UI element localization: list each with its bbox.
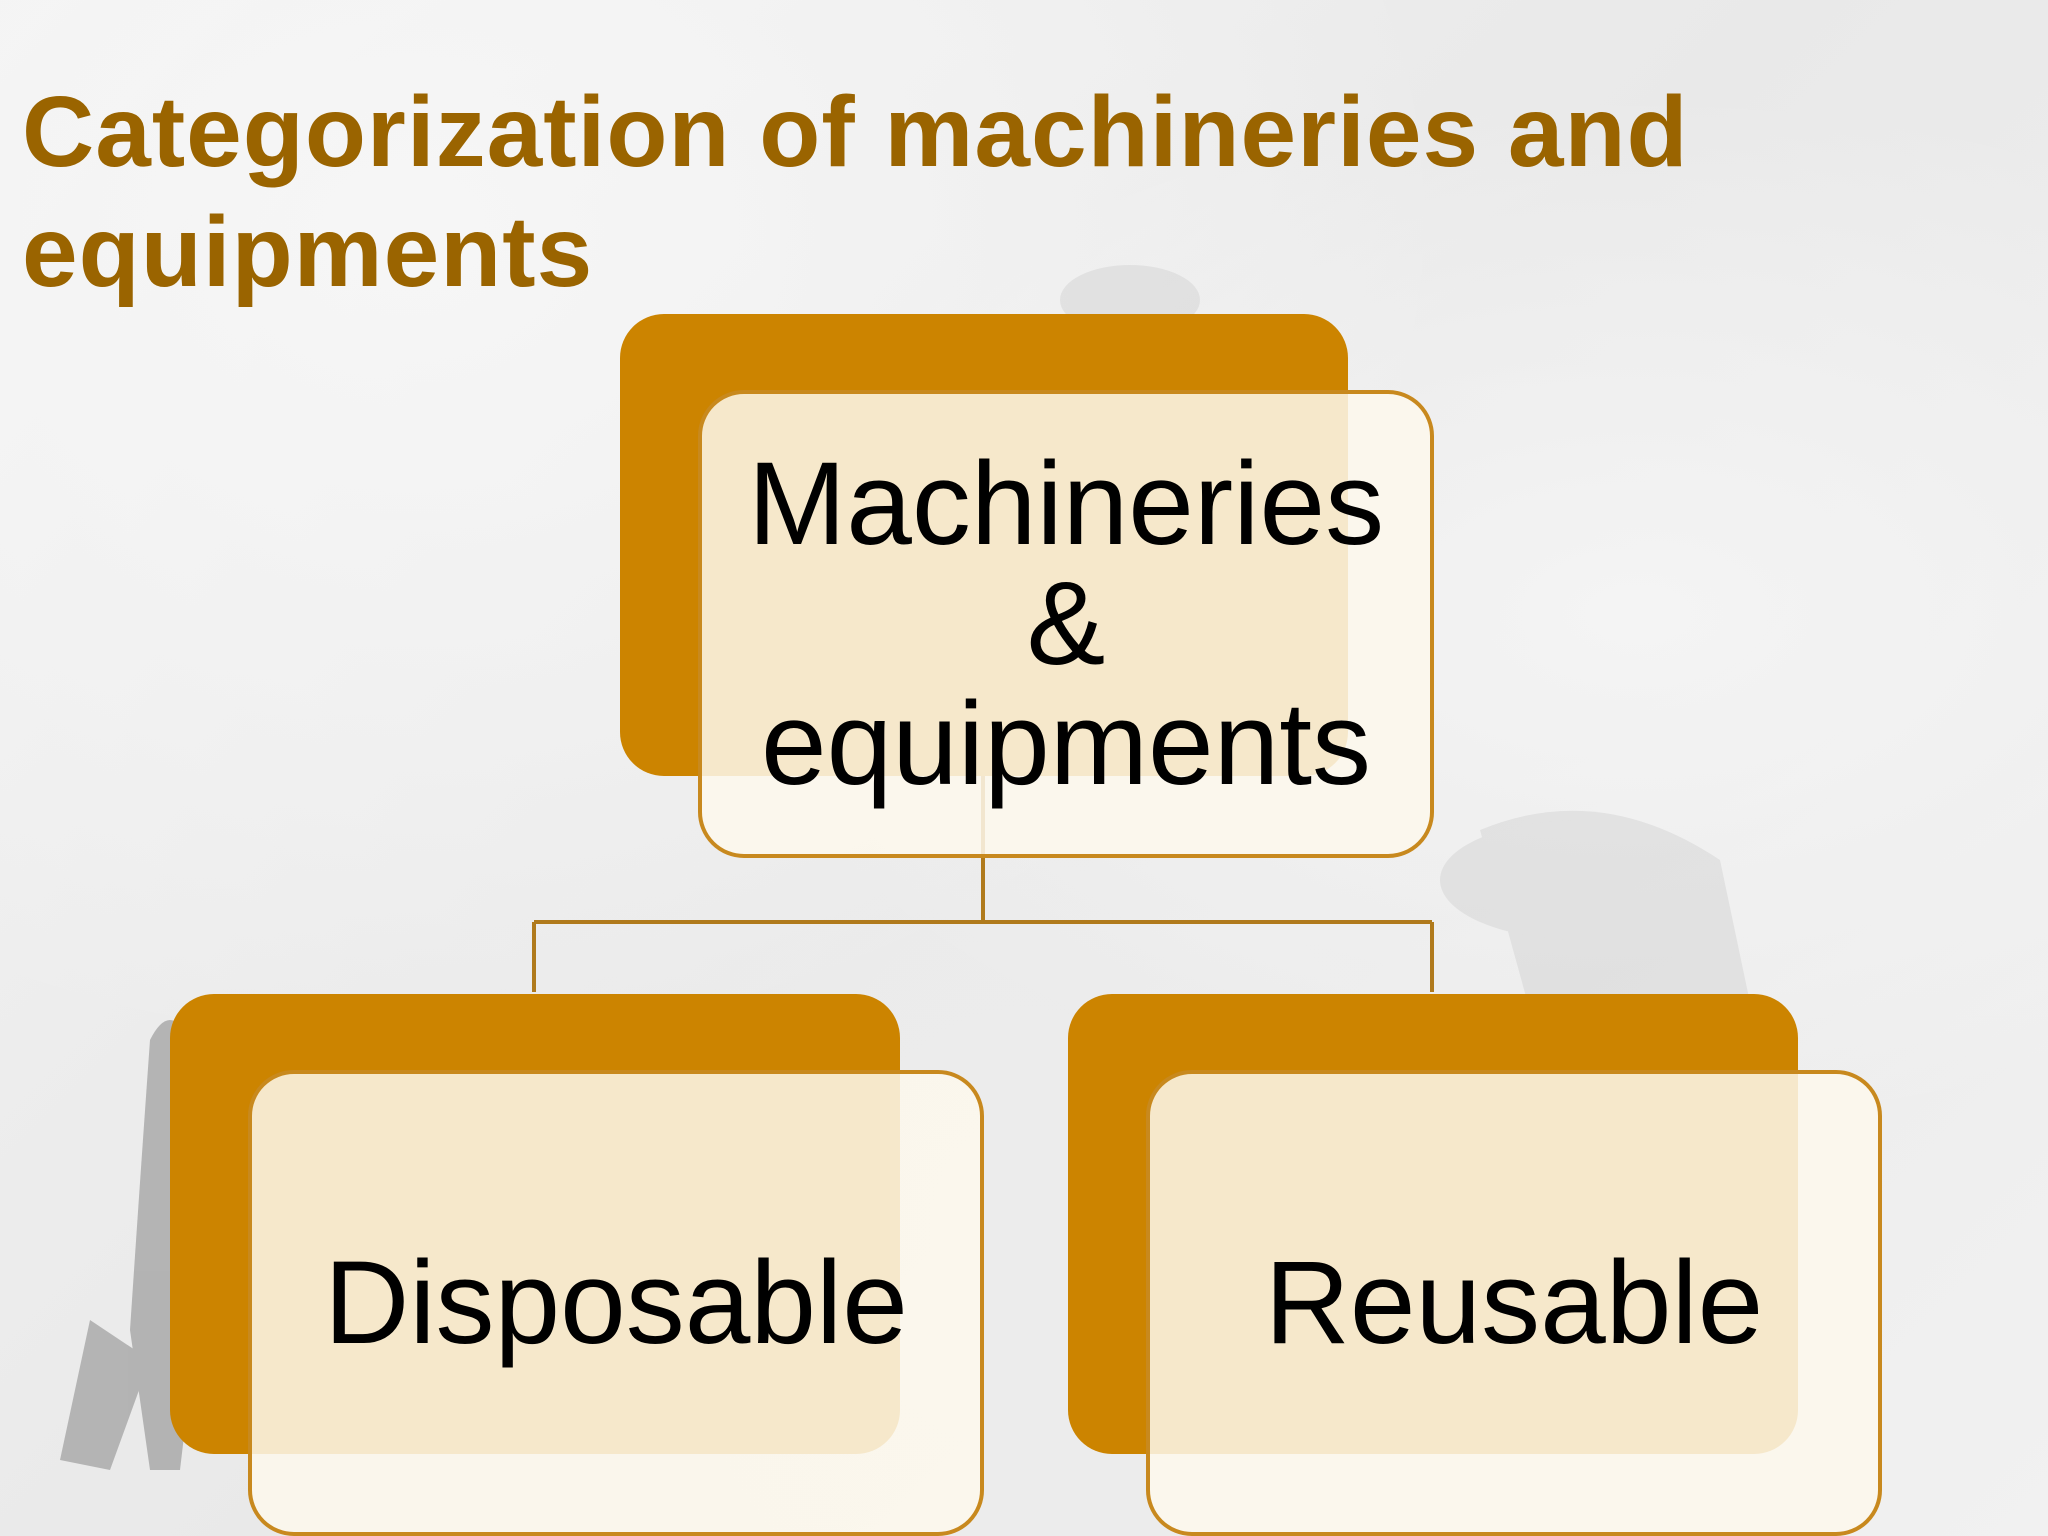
root-node-label: Machineries & equipments [747,438,1385,810]
child-node-reusable-label: Reusable [1264,1237,1764,1369]
child-node-reusable: Reusable [1146,1070,1882,1536]
root-node: Machineries & equipments [698,390,1434,858]
child-node-disposable: Disposable [248,1070,984,1536]
child-node-disposable-label: Disposable [324,1237,908,1369]
slide-title: Categorization of machineries and equipm… [22,76,1689,308]
